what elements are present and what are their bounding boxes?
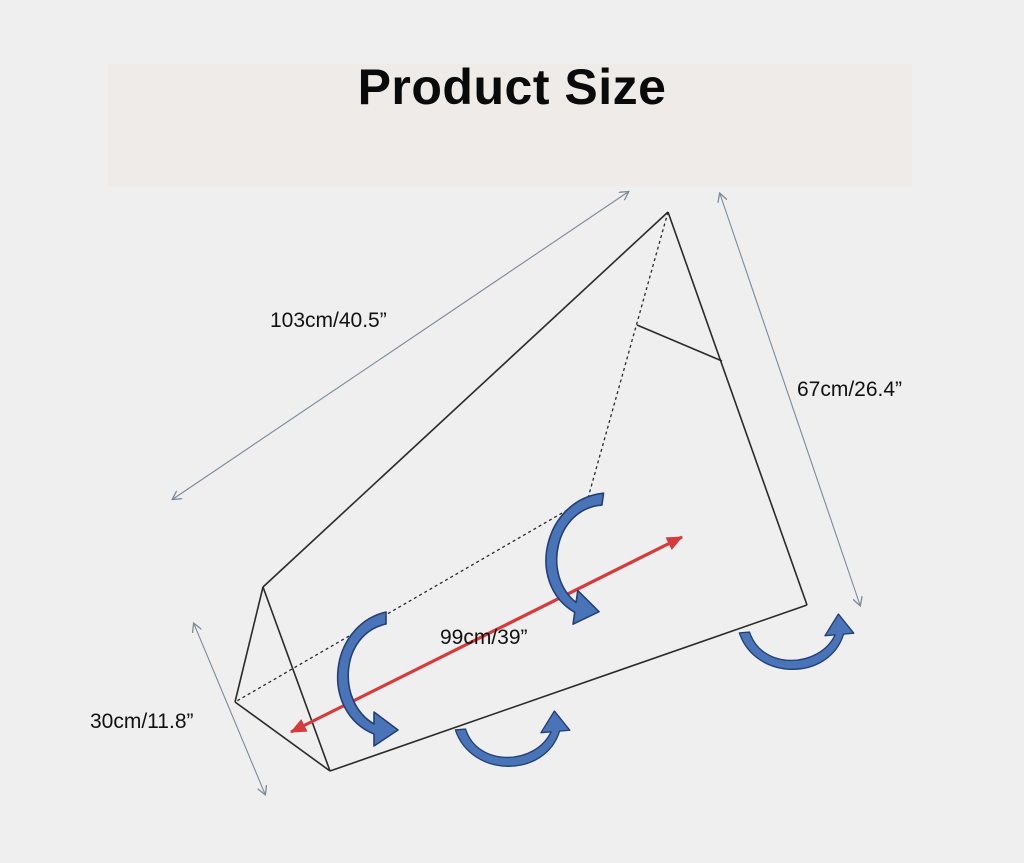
box-right-back-edge (667, 211, 808, 606)
height-dimension-label: 67cm/26.4” (797, 378, 902, 401)
box-left-bottom-edge (234, 701, 331, 772)
side-dimension-line (194, 624, 265, 794)
box-top-edge (262, 211, 669, 588)
box-left-front-edge (262, 586, 331, 772)
box-outline (234, 211, 808, 772)
width-dimension-label: 99cm/39” (440, 626, 528, 649)
height-dimension-line (720, 194, 860, 605)
side-dimension-label: 30cm/11.8” (90, 710, 194, 733)
width-dimension-arrow (290, 535, 683, 734)
curved-arrow-icon (453, 709, 574, 772)
page-title: Product Size (357, 59, 667, 115)
curved-arrow-icon (336, 611, 399, 747)
dimension-lines (173, 192, 860, 794)
length-dimension-line (173, 192, 628, 499)
box-bottom-edge (329, 604, 808, 772)
hidden-edge-vertical (587, 211, 669, 499)
hidden-edge-diagonal (234, 497, 589, 703)
title-band (108, 64, 912, 186)
length-dimension-label: 103cm/40.5” (270, 309, 387, 332)
box-left-top-edge (234, 586, 264, 703)
box-inner-rib (636, 324, 723, 362)
curved-arrow-icon (536, 485, 617, 629)
